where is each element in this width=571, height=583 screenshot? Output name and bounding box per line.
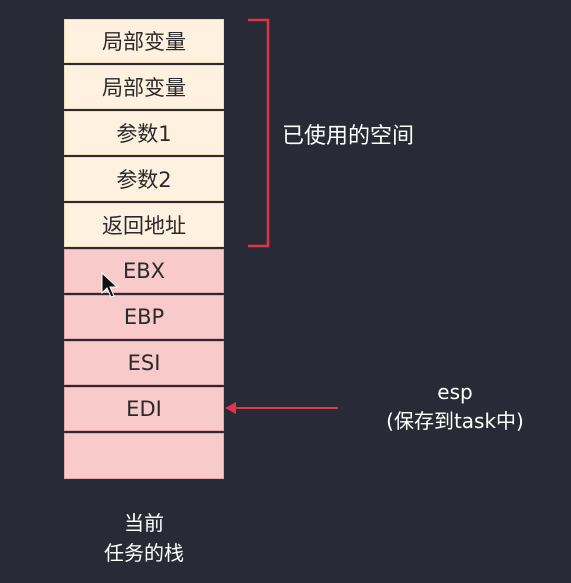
- stack-caption-line-1: 当前: [124, 511, 164, 535]
- esp-save-note: (保存到task中): [386, 409, 524, 433]
- stack-cell-esi: ESI: [64, 341, 224, 385]
- stack-caption-line-2: 任务的栈: [104, 541, 184, 565]
- stack-cell-empty: [64, 433, 224, 479]
- used-space-label: 已使用的空间: [282, 124, 415, 149]
- stack-cell-return-address: 返回地址: [64, 203, 224, 247]
- esp-label: esp (保存到task中): [344, 378, 566, 436]
- stack-cell-param-1: 参数1: [64, 111, 224, 155]
- stack-caption: 当前 任务的栈: [64, 508, 224, 568]
- esp-arrowhead: [225, 402, 236, 414]
- stack-cell-param-2: 参数2: [64, 157, 224, 201]
- stack-cell-ebx: EBX: [64, 249, 224, 293]
- used-space-bracket: [248, 18, 270, 248]
- stack-diagram: 局部变量 局部变量 参数1 参数2 返回地址 EBX EBP ESI EDI: [64, 19, 224, 481]
- esp-register-name: esp: [437, 380, 473, 404]
- stack-cell-local-var-2: 局部变量: [64, 65, 224, 109]
- mouse-cursor-icon: [101, 271, 119, 298]
- stack-cell-edi: EDI: [64, 387, 224, 431]
- stack-cell-ebp: EBP: [64, 295, 224, 339]
- stack-cell-local-var-1: 局部变量: [64, 19, 224, 63]
